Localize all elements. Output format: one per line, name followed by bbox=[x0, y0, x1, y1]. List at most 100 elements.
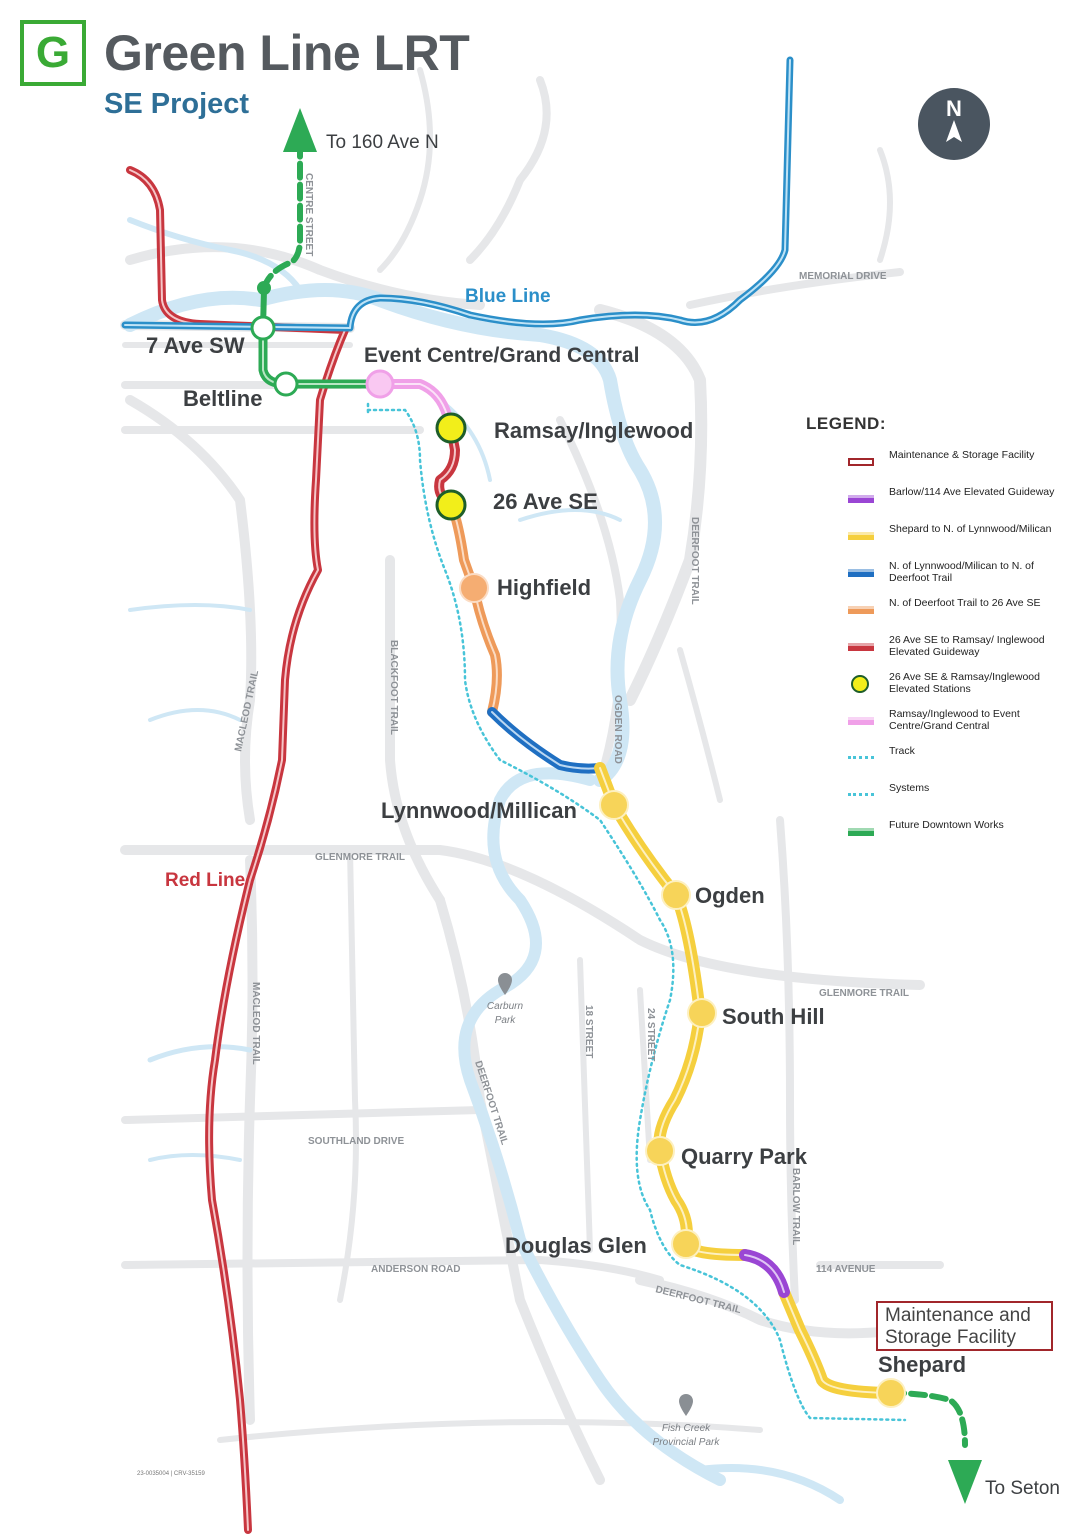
legend-swatch-icon bbox=[848, 756, 874, 759]
label-south-hill: South Hill bbox=[722, 1004, 825, 1029]
road-anderson: ANDERSON ROAD bbox=[371, 1264, 460, 1275]
label-lynnwood-millican: Lynnwood/Millican bbox=[381, 798, 577, 823]
label-to-160-ave: To 160 Ave N bbox=[326, 132, 439, 153]
legend-swatch-icon bbox=[848, 717, 874, 725]
road-ogden-road: OGDEN ROAD bbox=[612, 695, 623, 764]
road-114-avenue: 114 AVENUE bbox=[816, 1264, 876, 1275]
legend-swatch-icon bbox=[848, 458, 874, 466]
station-7-ave-sw[interactable] bbox=[250, 315, 276, 341]
station-lynnwood-millican[interactable] bbox=[599, 790, 629, 820]
road-24-street: 24 STREET bbox=[645, 1008, 656, 1061]
station-shepard[interactable] bbox=[876, 1378, 906, 1408]
legend-swatch-icon bbox=[848, 569, 874, 577]
page-subtitle: SE Project bbox=[104, 88, 250, 120]
legend-item: Barlow/114 Ave Elevated Guideway bbox=[806, 485, 1071, 522]
label-ramsay-inglewood: Ramsay/Inglewood bbox=[494, 418, 693, 443]
north-compass-icon: N bbox=[918, 88, 990, 160]
station-26-ave-se[interactable] bbox=[435, 489, 467, 521]
legend-label: Shepard to N. of Lynnwood/Milican bbox=[889, 523, 1052, 535]
track-dotted bbox=[366, 402, 907, 1422]
legend-label: N. of Lynnwood/Milican to N. of Deerfoot… bbox=[889, 560, 1034, 584]
legend-label: Barlow/114 Ave Elevated Guideway bbox=[889, 486, 1055, 498]
legend-item: Track bbox=[806, 744, 1071, 781]
legend-label: 26 Ave SE & Ramsay/Inglewood Elevated St… bbox=[889, 671, 1040, 695]
station-douglas-glen[interactable] bbox=[671, 1229, 701, 1259]
legend-item: Systems bbox=[806, 781, 1071, 818]
road-glenmore-east: GLENMORE TRAIL bbox=[819, 988, 909, 999]
label-quarry-park: Quarry Park bbox=[681, 1144, 808, 1169]
segment-dark-blue bbox=[487, 707, 605, 774]
stations bbox=[250, 315, 906, 1408]
station-quarry-park[interactable] bbox=[645, 1136, 675, 1166]
station-event-centre[interactable] bbox=[365, 369, 395, 399]
legend-swatch-icon bbox=[848, 793, 874, 796]
label-7-ave-sw: 7 Ave SW bbox=[146, 333, 245, 358]
carburn-park-pin-icon bbox=[498, 973, 512, 995]
road-glenmore-west: GLENMORE TRAIL bbox=[315, 852, 405, 863]
road-southland: SOUTHLAND DRIVE bbox=[308, 1136, 404, 1147]
station-highfield[interactable] bbox=[459, 573, 489, 603]
legend-item: 26 Ave SE to Ramsay/ Inglewood Elevated … bbox=[806, 633, 1071, 670]
legend-label: Future Downtown Works bbox=[889, 819, 1004, 831]
maintenance-callout-line2: Storage Facility bbox=[885, 1327, 1016, 1348]
legend-item: N. of Deerfoot Trail to 26 Ave SE bbox=[806, 596, 1071, 633]
compass-north-label: N bbox=[946, 96, 962, 121]
legend-swatch-icon bbox=[848, 495, 874, 503]
legend-label: Ramsay/Inglewood to Event Centre/Grand C… bbox=[889, 708, 1020, 732]
segment-purple bbox=[739, 1249, 790, 1298]
road-deerfoot-south: DEERFOOT TRAIL bbox=[654, 1284, 742, 1316]
station-ramsay-inglewood[interactable] bbox=[435, 412, 467, 444]
map-credit: 23-0035004 | CRV-35159 bbox=[137, 1471, 205, 1477]
fish-creek-pin-icon bbox=[679, 1394, 693, 1416]
park-markers bbox=[498, 973, 693, 1416]
legend-item: 26 Ave SE & Ramsay/Inglewood Elevated St… bbox=[806, 670, 1071, 707]
park-fishcreek-line2: Provincial Park bbox=[653, 1437, 721, 1448]
to-seton-arrow bbox=[887, 1390, 982, 1504]
legend-swatch-icon bbox=[848, 606, 874, 614]
road-deerfoot-north: DEERFOOT TRAIL bbox=[689, 517, 700, 605]
legend-swatch-icon bbox=[848, 643, 874, 651]
legend-item: Shepard to N. of Lynnwood/Milican bbox=[806, 522, 1071, 559]
legend-swatch-icon bbox=[848, 828, 874, 836]
road-18-street: 18 STREET bbox=[583, 1005, 594, 1058]
legend-label: N. of Deerfoot Trail to 26 Ave SE bbox=[889, 597, 1041, 609]
label-red-line: Red Line bbox=[165, 870, 245, 891]
legend-label: Maintenance & Storage Facility bbox=[889, 449, 1035, 461]
road-memorial-drive: MEMORIAL DRIVE bbox=[799, 271, 887, 282]
legend-label: Systems bbox=[889, 782, 930, 794]
legend-item: Maintenance & Storage Facility bbox=[806, 448, 1071, 485]
park-carburn-line1: Carburn bbox=[487, 1001, 524, 1012]
legend-label: Track bbox=[889, 745, 915, 757]
label-shepard: Shepard bbox=[878, 1352, 966, 1377]
label-26-ave-se: 26 Ave SE bbox=[493, 489, 598, 514]
label-beltline: Beltline bbox=[183, 386, 262, 411]
label-highfield: Highfield bbox=[497, 575, 591, 600]
rivers bbox=[123, 217, 844, 1504]
station-south-hill[interactable] bbox=[687, 998, 717, 1028]
segment-orange bbox=[446, 500, 502, 717]
road-blackfoot: BLACKFOOT TRAIL bbox=[388, 640, 399, 735]
legend-item: Future Downtown Works bbox=[806, 818, 1071, 855]
legend-label: 26 Ave SE to Ramsay/ Inglewood Elevated … bbox=[889, 634, 1045, 658]
label-blue-line: Blue Line bbox=[465, 286, 551, 307]
station-beltline[interactable] bbox=[273, 371, 299, 397]
legend-swatch-icon bbox=[848, 532, 874, 540]
park-fishcreek-line1: Fish Creek bbox=[662, 1423, 711, 1434]
blue-line bbox=[121, 56, 794, 332]
legend-swatch-icon bbox=[851, 675, 869, 693]
label-event-centre: Event Centre/Grand Central bbox=[364, 344, 639, 367]
label-ogden: Ogden bbox=[695, 883, 765, 908]
park-carburn-line2: Park bbox=[495, 1015, 517, 1026]
green-line-logo: G bbox=[20, 20, 86, 86]
legend-item: N. of Lynnwood/Milican to N. of Deerfoot… bbox=[806, 559, 1071, 596]
label-douglas-glen: Douglas Glen bbox=[505, 1233, 647, 1258]
maintenance-facility-callout: Maintenance and Storage Facility bbox=[876, 1301, 1053, 1351]
road-macleod-south: MACLEOD TRAIL bbox=[250, 982, 261, 1065]
road-network bbox=[120, 67, 944, 1485]
road-barlow: BARLOW TRAIL bbox=[790, 1168, 801, 1245]
legend-title: LEGEND: bbox=[806, 414, 886, 433]
station-ogden[interactable] bbox=[661, 880, 691, 910]
page-title: Green Line LRT bbox=[104, 25, 470, 81]
